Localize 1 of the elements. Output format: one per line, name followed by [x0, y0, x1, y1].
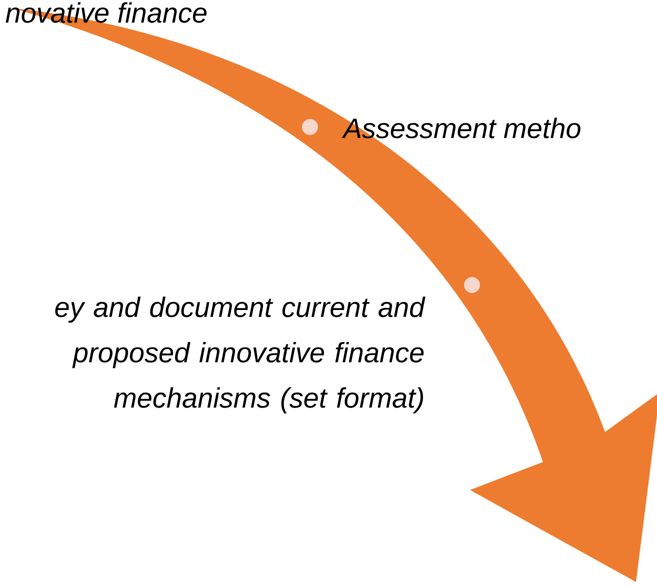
label-text: ey and document current and proposed innovative finance mechanisms (set format)	[55, 296, 426, 414]
